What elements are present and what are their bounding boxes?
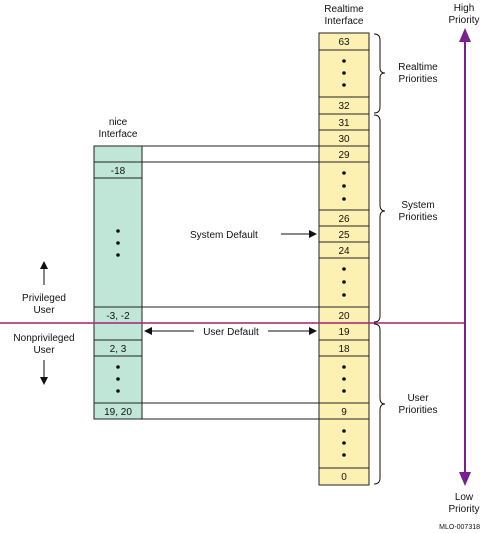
privileged-user-label-1: Privileged xyxy=(22,293,66,304)
priority-axis xyxy=(459,28,471,486)
realtime-cell-19: 19 xyxy=(338,327,350,338)
mapping-lines xyxy=(142,145,319,420)
realtime-priorities-label-2: Priorities xyxy=(399,74,438,85)
realtime-cell-20: 20 xyxy=(338,311,350,322)
realtime-cell-0: 0 xyxy=(341,472,347,483)
nice-ellipsis-dots xyxy=(116,229,120,393)
nice-cell-19-20: 19, 20 xyxy=(104,407,132,418)
nonprivileged-user-label-1: Nonprivileged xyxy=(13,333,74,344)
realtime-cell-25: 25 xyxy=(338,230,350,241)
realtime-column: 63 32 31 30 29 26 25 24 20 19 18 9 0 xyxy=(318,32,370,486)
user-brace xyxy=(373,323,386,485)
high-priority-arrowhead xyxy=(459,28,471,42)
realtime-cell-9: 9 xyxy=(341,407,347,418)
realtime-cell-29: 29 xyxy=(338,150,350,161)
system-default-label: System Default xyxy=(190,230,258,241)
privileged-user-label-2: User xyxy=(33,305,55,316)
nice-cell-minus-3-minus-2: -3, -2 xyxy=(106,311,130,322)
realtime-cell-26: 26 xyxy=(338,214,350,225)
system-priorities-label-2: Priorities xyxy=(399,212,438,223)
realtime-cell-31: 31 xyxy=(338,118,350,129)
user-default-label: User Default xyxy=(203,327,259,338)
realtime-interface-subtitle: Interface xyxy=(325,16,364,27)
realtime-cell-32: 32 xyxy=(338,101,350,112)
nice-interface-title: nice xyxy=(109,117,128,128)
realtime-brace xyxy=(373,33,386,114)
realtime-priorities-label-1: Realtime xyxy=(398,62,438,73)
high-priority-label-1: High xyxy=(454,3,475,14)
realtime-cell-18: 18 xyxy=(338,344,350,355)
nice-column: -18 -3, -2 2, 3 19, 20 xyxy=(93,145,143,420)
system-brace xyxy=(373,114,386,323)
nonprivileged-user-label-2: User xyxy=(33,345,55,356)
realtime-interface-title: Realtime xyxy=(324,4,364,15)
realtime-ellipsis-dots xyxy=(342,59,346,457)
nice-interface-subtitle: Interface xyxy=(99,129,138,140)
high-priority-label-2: Priority xyxy=(448,15,479,26)
realtime-cell-30: 30 xyxy=(338,134,350,145)
realtime-cell-63: 63 xyxy=(338,37,350,48)
nice-cell-minus-18: -18 xyxy=(111,166,126,177)
priority-braces xyxy=(373,33,386,485)
realtime-cell-24: 24 xyxy=(338,246,350,257)
low-priority-label-2: Priority xyxy=(448,504,479,515)
low-priority-arrowhead xyxy=(459,472,471,486)
system-priorities-label-1: System xyxy=(401,200,434,211)
figure-id: MLO-007318 xyxy=(439,524,480,531)
user-priorities-label-2: Priorities xyxy=(399,405,438,416)
user-priorities-label-1: User xyxy=(407,393,429,404)
nice-cell-2-3: 2, 3 xyxy=(110,344,127,355)
low-priority-label-1: Low xyxy=(455,492,474,503)
